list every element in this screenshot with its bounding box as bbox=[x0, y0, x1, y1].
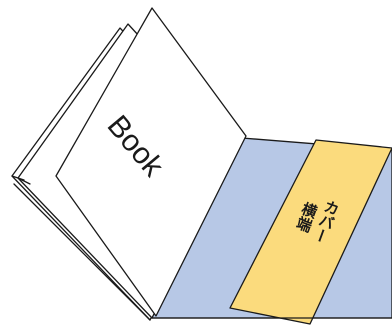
cover-flap bbox=[229, 139, 392, 325]
front-page bbox=[55, 7, 247, 317]
page-edge-lines bbox=[11, 175, 151, 321]
